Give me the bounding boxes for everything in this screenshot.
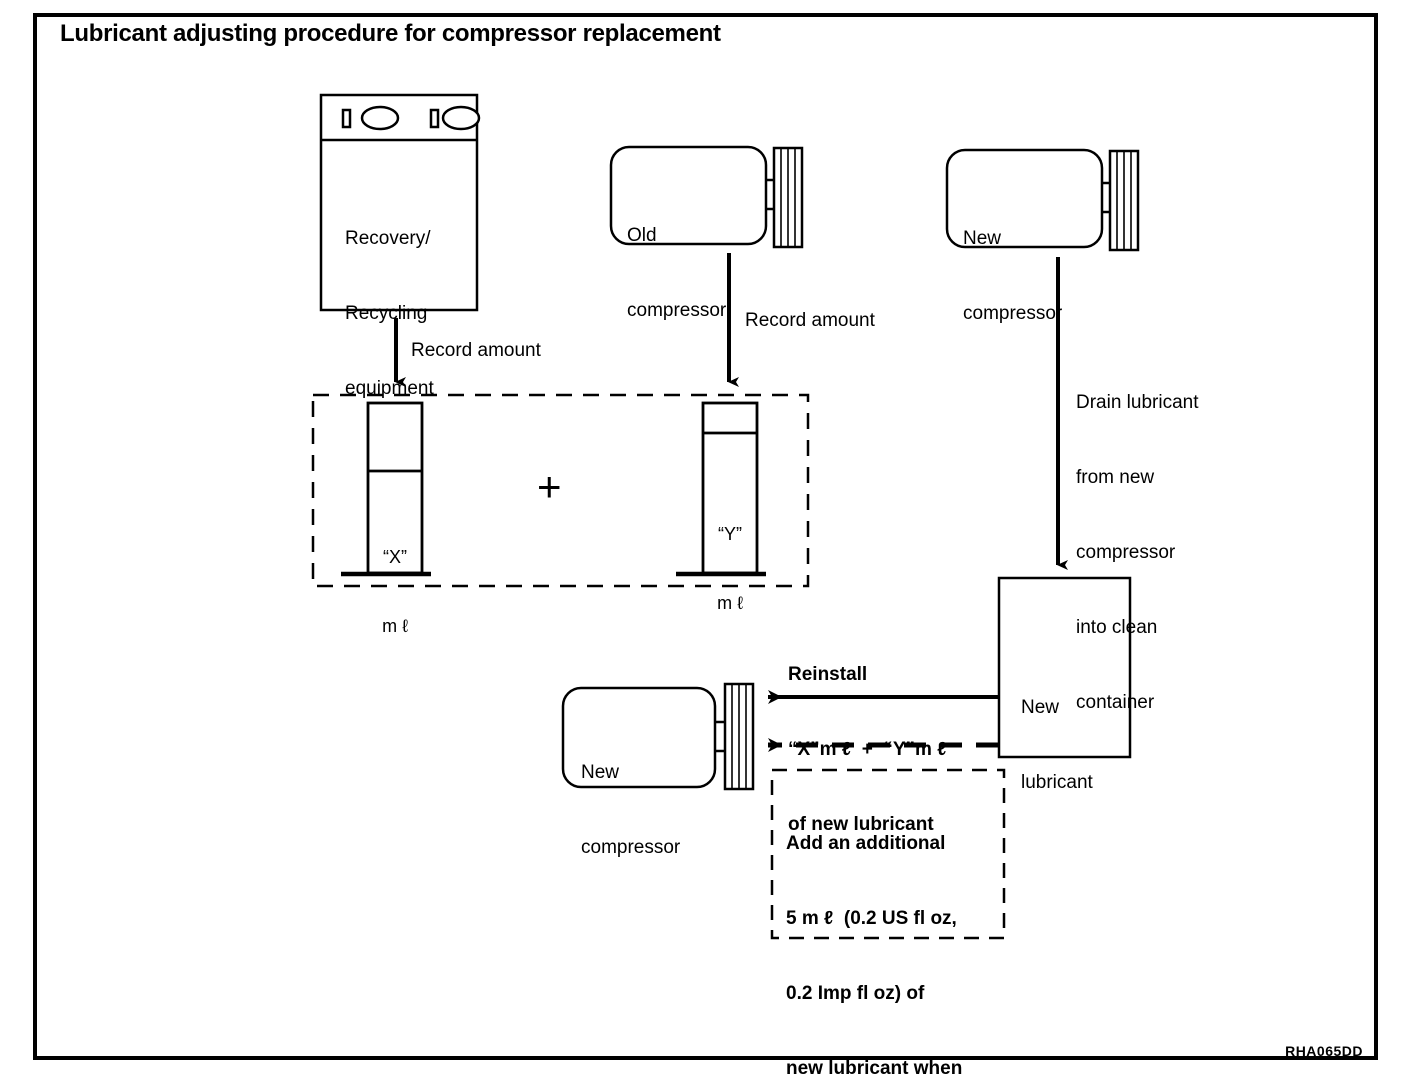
recovery-equipment-label-line3: equipment [345, 378, 434, 399]
recovery-equipment-label: Recovery/ Recycling equipment [345, 176, 434, 451]
additional-note-line1: Add an additional [786, 833, 946, 854]
additional-note-line4: new lubricant when [786, 1058, 963, 1078]
cylinders-group-dashed-box [311, 393, 810, 588]
plus-operator-symbol: + [537, 463, 562, 510]
recovery-equipment-label-line2: Recycling [345, 303, 428, 324]
new-compressor-top-label-line2: compressor [963, 303, 1063, 324]
new-compressor-top-label: New compressor [963, 176, 1062, 376]
recovery-equipment-label-line1: Recovery/ [345, 228, 431, 249]
old-compressor-label: Old compressor [627, 173, 726, 373]
new-lubricant-label: New lubricant [1021, 645, 1093, 845]
reinstall-line3: of new lubricant [788, 814, 934, 835]
old-compressor-label-line2: compressor [627, 300, 727, 321]
reinstall-line1: Reinstall [788, 664, 868, 685]
old-compressor-icon [609, 145, 804, 249]
cylinder-y-amount: “Y” [718, 524, 742, 544]
additional-note-label: Add an additional 5 m ℓ (0.2 US fl oz, 0… [786, 781, 962, 1078]
additional-note-line3: 0.2 Imp fl oz) of [786, 983, 925, 1004]
new-lubricant-label-line2: lubricant [1021, 772, 1093, 793]
record-amount-left-label: Record amount [411, 340, 541, 361]
graduated-cylinder-y [676, 401, 766, 577]
new-compressor-bottom-label: New compressor [581, 710, 680, 910]
additional-note-line2: 5 m ℓ (0.2 US fl oz, [786, 908, 957, 929]
graduated-cylinder-x [341, 401, 431, 577]
drain-lubricant-line2: from new [1076, 467, 1155, 488]
figure-code-label: RHA065DD [1285, 1043, 1363, 1059]
drain-lubricant-line4: into clean [1076, 617, 1158, 638]
reinstall-line2: “X”m ℓ + “Y”m ℓ [788, 739, 947, 760]
cylinder-x-unit: m ℓ [382, 616, 408, 636]
drain-lubricant-line3: compressor [1076, 542, 1176, 563]
cylinder-y-unit: m ℓ [717, 593, 743, 613]
new-compressor-bottom-label-line2: compressor [581, 837, 681, 858]
page-title: Lubricant adjusting procedure for compre… [60, 20, 721, 47]
cylinder-x-amount: “X” [383, 547, 407, 567]
new-compressor-top-label-line1: New [963, 228, 1002, 249]
old-compressor-label-line1: Old [627, 225, 657, 246]
new-compressor-top-icon [945, 148, 1140, 252]
drain-lubricant-line1: Drain lubricant [1076, 392, 1199, 413]
recovery-equipment-icon [319, 93, 481, 312]
drain-lubricant-line5: container [1076, 692, 1155, 713]
new-lubricant-label-line1: New [1021, 697, 1060, 718]
cylinder-x-label: “X” m ℓ [367, 500, 423, 684]
cylinder-y-label: “Y” m ℓ [702, 477, 758, 661]
new-lubricant-container-icon [997, 576, 1132, 759]
record-amount-right-label: Record amount [745, 310, 875, 331]
drain-lubricant-label: Drain lubricant from new compressor into… [1076, 340, 1199, 765]
new-compressor-bottom-label-line1: New [581, 762, 620, 783]
new-compressor-bottom-icon [561, 682, 755, 791]
reinstall-instruction-label: Reinstall “X”m ℓ + “Y”m ℓ of new lubrica… [788, 612, 946, 887]
